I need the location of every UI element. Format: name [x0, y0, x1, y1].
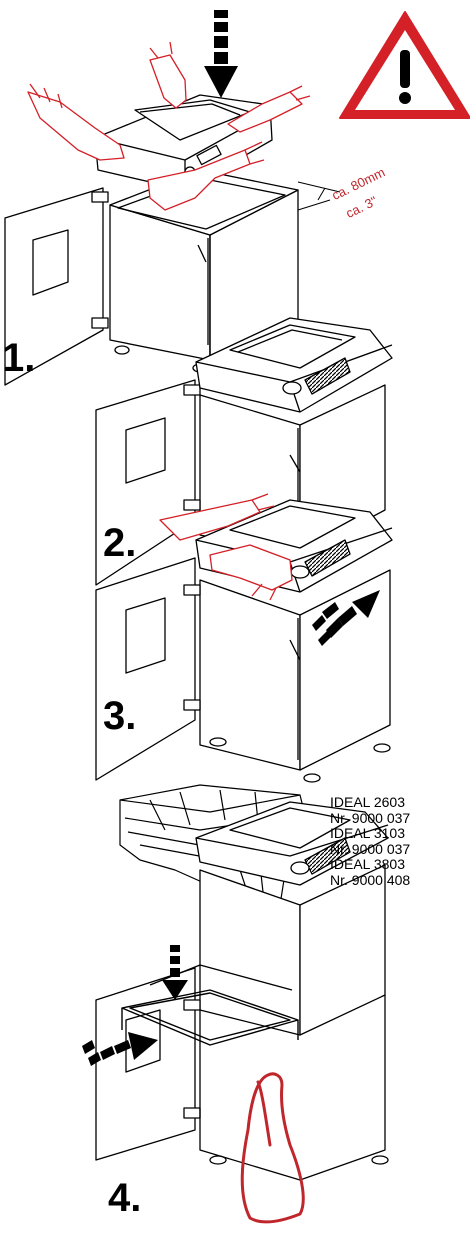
model-list-item: Nr. 9000 037	[330, 840, 411, 857]
step-number-3: 3.	[103, 694, 137, 738]
model-list-item: Nr. 9000 408	[330, 871, 411, 888]
step-number-2: 2.	[103, 521, 137, 565]
bag-frame	[121, 964, 299, 1046]
model-list-item: Nr. 9000 037	[330, 809, 411, 826]
cabinet-step-4	[95, 864, 389, 1181]
down-arrow-step-4	[162, 945, 188, 1000]
model-list-item: IDEAL 3103	[330, 825, 405, 841]
shredder-head-step-2	[195, 317, 393, 413]
warning-triangle-icon	[339, 11, 470, 119]
step-number-1: 1.	[2, 336, 36, 380]
model-list-item: IDEAL 2603	[330, 794, 405, 810]
hands-step-3	[159, 493, 293, 601]
bag-strap	[240, 1072, 305, 1224]
push-arrow-icon	[312, 590, 380, 646]
dimension-lines	[297, 181, 341, 211]
cabinet-step-1	[4, 169, 299, 386]
model-list-item: IDEAL 3803	[330, 856, 405, 872]
shredder-head-step-4	[195, 801, 389, 886]
push-arrow-step-4	[82, 1032, 158, 1066]
hands-step-1	[27, 41, 311, 211]
down-arrow-icon	[204, 10, 238, 98]
step-number-4: 4.	[108, 1176, 142, 1220]
model-list: IDEAL 2603 Nr. 9000 037 IDEAL 3103 Nr. 9…	[330, 794, 411, 888]
cabinet-step-3	[95, 557, 391, 783]
